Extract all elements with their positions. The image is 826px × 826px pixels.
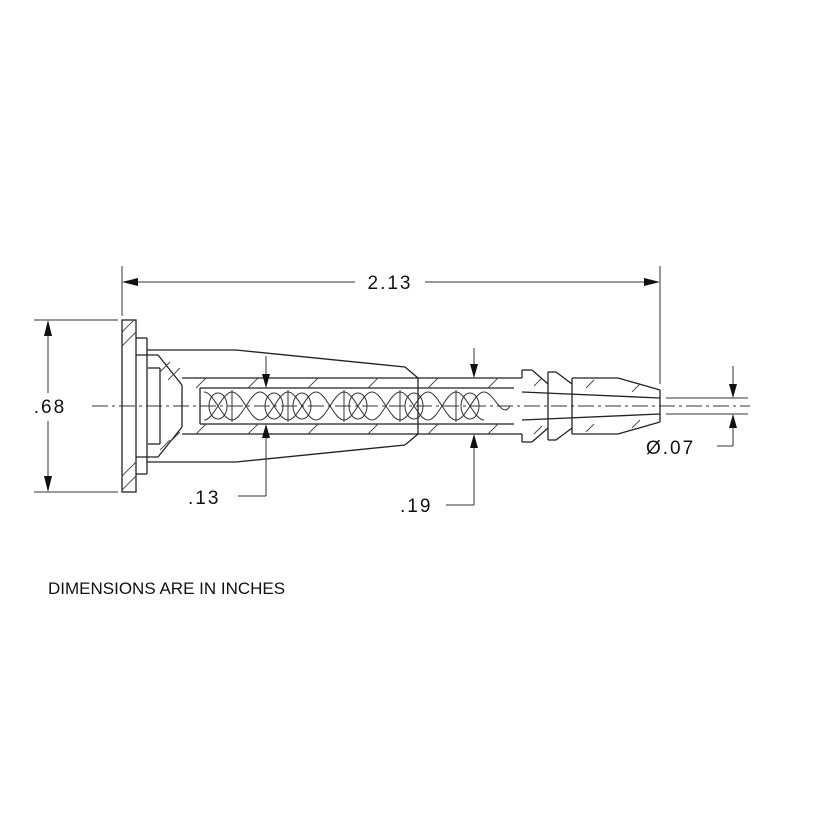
- conical-body: [147, 349, 419, 463]
- flange: [121, 319, 148, 493]
- dimension-tip-diameter: [666, 366, 748, 447]
- units-note: DIMENSIONS ARE IN INCHES: [48, 579, 285, 598]
- barbed-tip: [521, 369, 661, 443]
- dimension-outer-tube: [446, 348, 478, 506]
- mixing-elements: [203, 390, 511, 422]
- dimension-label-inner-bore: .13: [188, 488, 220, 509]
- dimension-label-outer-tube: .19: [400, 496, 432, 517]
- dimension-flange-diameter: [34, 319, 118, 493]
- dimension-inner-bore: [238, 356, 270, 497]
- dimension-label-tip-diameter: Ø.07: [646, 438, 695, 459]
- mixer-tube: [159, 361, 522, 451]
- dimension-label-flange-diameter: .68: [34, 397, 66, 418]
- dimension-overall-length: [121, 266, 661, 384]
- dimension-label-overall-length: 2.13: [368, 273, 413, 294]
